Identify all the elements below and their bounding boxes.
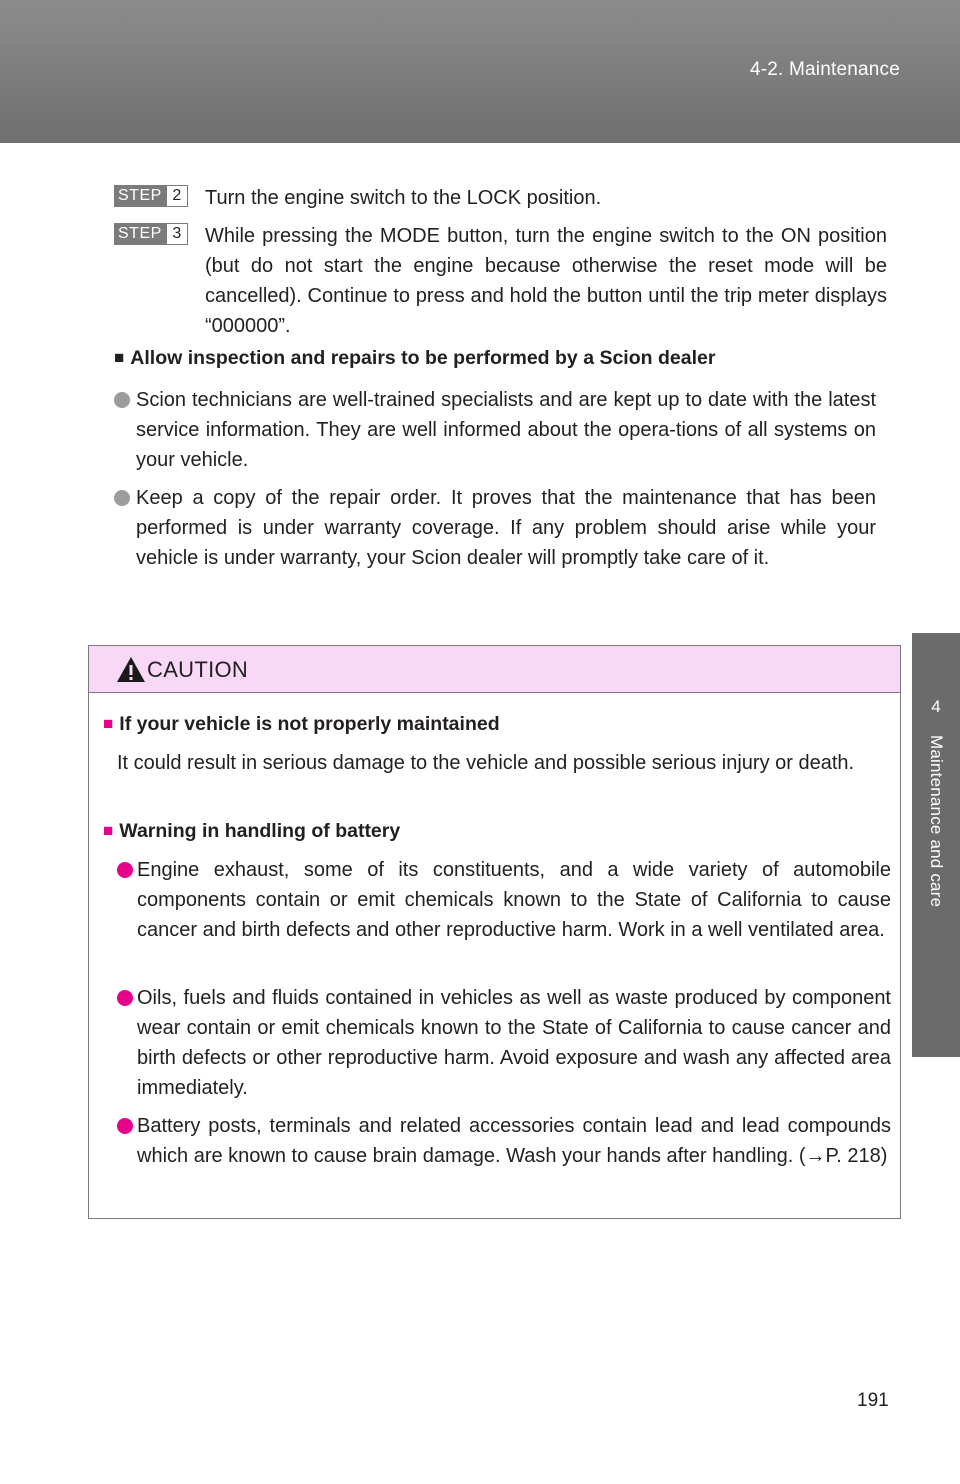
- step-word: STEP: [114, 223, 166, 245]
- caution-list-item-text: Oils, fuels and fluids contained in vehi…: [137, 987, 891, 1099]
- step-3: STEP 3 While pressing the MODE button, t…: [114, 221, 894, 341]
- square-marker-icon: ■: [103, 821, 114, 840]
- step-number: 2: [165, 185, 188, 207]
- list-item: Scion technicians are well-trained speci…: [114, 385, 876, 475]
- step-text: While pressing the MODE button, turn the…: [205, 225, 887, 337]
- caution-box: CAUTION ■ If your vehicle is not properly…: [88, 645, 901, 1219]
- caution-header: CAUTION: [89, 646, 900, 693]
- bullet-dot-icon: [114, 490, 130, 506]
- list-item-text: Keep a copy of the repair order. It prov…: [136, 487, 876, 569]
- bullet-dot-icon: [117, 862, 133, 878]
- caution-list-item: Oils, fuels and fluids contained in vehi…: [117, 983, 891, 1103]
- caution-heading: ■ Warning in handling of battery: [103, 820, 400, 843]
- header-band: [0, 0, 960, 143]
- caution-heading-text: Warning in handling of battery: [119, 820, 401, 842]
- section-title: 4-2. Maintenance: [749, 59, 900, 80]
- bullet-dot-icon: [117, 1118, 133, 1134]
- list-item-text: Scion technicians are well-trained speci…: [136, 389, 876, 471]
- warning-triangle-icon: [117, 657, 145, 682]
- step-badge: STEP 3: [114, 223, 192, 245]
- step-2: STEP 2 Turn the engine switch to the LOC…: [114, 183, 894, 213]
- step-word: STEP: [114, 185, 166, 207]
- caution-list-item-text: Battery posts, terminals and related acc…: [137, 1115, 891, 1167]
- caution-list-item-text: Engine exhaust, some of its constituents…: [137, 859, 891, 941]
- square-marker-icon: ■: [103, 714, 114, 733]
- chapter-number: 4: [931, 697, 941, 716]
- page-number: 191: [857, 1390, 889, 1411]
- section-heading: ■ Allow inspection and repairs to be perf…: [114, 347, 715, 370]
- caution-heading: ■ If your vehicle is not properly maintai…: [103, 713, 500, 736]
- caution-paragraph: It could result in serious damage to the…: [117, 752, 855, 774]
- section-heading-text: Allow inspection and repairs to be perfo…: [130, 347, 716, 369]
- step-number: 3: [165, 223, 188, 245]
- bullet-dot-icon: [117, 990, 133, 1006]
- chapter-side-tab[interactable]: [912, 633, 960, 1057]
- bullet-dot-icon: [114, 392, 130, 408]
- step-badge: STEP 2: [114, 185, 192, 207]
- chapter-title: Maintenance and care: [927, 735, 946, 908]
- list-item: Keep a copy of the repair order. It prov…: [114, 483, 876, 603]
- square-marker-icon: ■: [114, 348, 125, 367]
- caution-heading-text: If your vehicle is not properly maintain…: [119, 713, 500, 735]
- step-text: Turn the engine switch to the LOCK posit…: [205, 187, 602, 209]
- caution-list-item: Battery posts, terminals and related acc…: [117, 1111, 891, 1201]
- caution-list-item: Engine exhaust, some of its constituents…: [117, 855, 891, 975]
- caution-title: CAUTION: [147, 657, 249, 682]
